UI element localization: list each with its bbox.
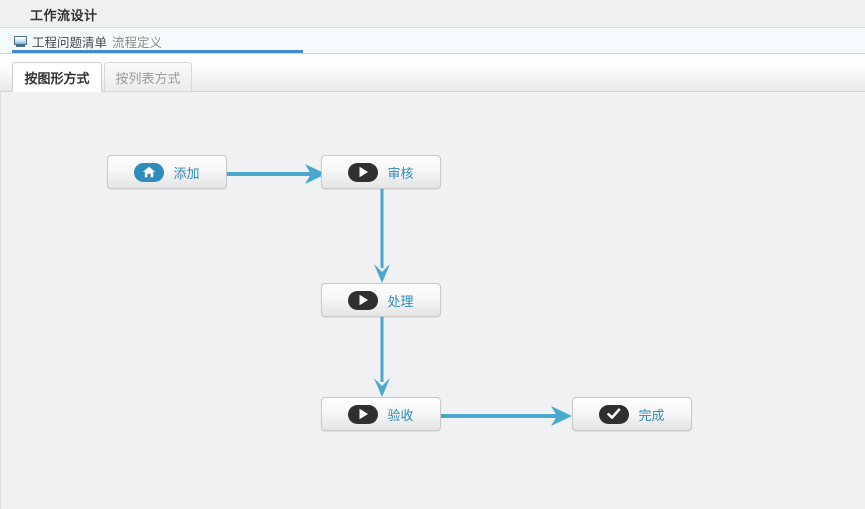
workflow-node-accept[interactable]: 验收 <box>321 397 441 431</box>
workflow-node-label: 处理 <box>387 294 414 310</box>
tab-strip: 按图形方式 按列表方式 <box>0 54 865 92</box>
check-icon <box>599 404 630 424</box>
connector-review-to-handle[interactable] <box>374 188 390 284</box>
monitor-icon <box>14 36 27 47</box>
workflow-node-label: 完成 <box>638 408 665 424</box>
workflow-node-review[interactable]: 审核 <box>321 155 441 189</box>
monitor-base <box>16 45 25 47</box>
workflow-node-add[interactable]: 添加 <box>107 155 227 189</box>
play-icon <box>348 404 379 424</box>
workflow-node-finish[interactable]: 完成 <box>572 397 692 431</box>
tab-graphic[interactable]: 按图形方式 <box>12 62 102 92</box>
workflow-canvas[interactable]: 添加 审核 处理 <box>0 92 865 509</box>
connector-handle-to-accept[interactable] <box>374 316 390 398</box>
breadcrumb-underline <box>12 50 303 53</box>
breadcrumb-item-main[interactable]: 工程问题清单 <box>32 35 108 50</box>
workflow-node-label: 添加 <box>173 166 200 182</box>
home-icon <box>134 162 165 182</box>
workflow-node-handle[interactable]: 处理 <box>321 283 441 317</box>
play-icon <box>348 162 379 182</box>
window-titlebar: 工作流设计 <box>0 0 865 28</box>
breadcrumb-item-sub[interactable]: 流程定义 <box>112 35 163 50</box>
monitor-screen <box>14 36 27 45</box>
workflow-node-label: 验收 <box>387 408 414 424</box>
breadcrumb[interactable]: 工程问题清单 流程定义 <box>14 32 162 51</box>
workflow-node-label: 审核 <box>387 166 414 182</box>
connector-accept-to-finish[interactable] <box>441 405 573 427</box>
play-icon <box>348 290 379 310</box>
breadcrumb-bar: 工程问题清单 流程定义 <box>0 29 865 54</box>
connector-add-to-review[interactable] <box>227 163 327 185</box>
tab-list[interactable]: 按列表方式 <box>104 62 192 92</box>
window-title: 工作流设计 <box>30 9 98 24</box>
